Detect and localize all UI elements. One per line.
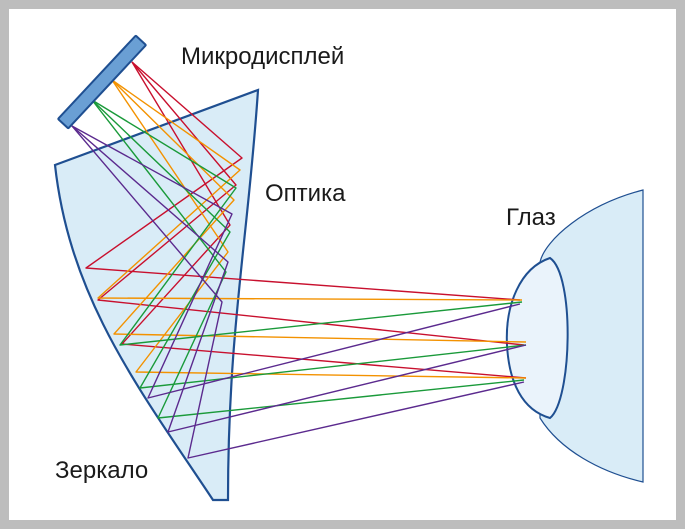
ray-orange-2 bbox=[111, 79, 527, 343]
ray-green-2 bbox=[91, 99, 527, 389]
ray-orange-3 bbox=[111, 79, 527, 379]
eye-label: Глаз bbox=[506, 204, 556, 231]
ray-green-1 bbox=[91, 99, 523, 346]
ray-purple-3 bbox=[71, 125, 525, 459]
ray-purple-1 bbox=[71, 125, 521, 399]
eye-lens bbox=[505, 256, 569, 420]
microdisplay-panel bbox=[57, 34, 147, 130]
ray-red-1 bbox=[85, 61, 521, 301]
eye-ball bbox=[539, 189, 644, 483]
diagram-canvas: Микродисплей Оптика Глаз Зеркало bbox=[9, 9, 676, 520]
ray-red-2 bbox=[97, 61, 525, 346]
mirror-label: Зеркало bbox=[55, 457, 149, 484]
optics-label: Оптика bbox=[265, 180, 346, 207]
microdisplay-label: Микродисплей bbox=[181, 43, 345, 70]
ray-red-3 bbox=[121, 61, 527, 379]
ray-purple-2 bbox=[71, 125, 527, 433]
ray-green-3 bbox=[91, 99, 525, 419]
ray-orange-1 bbox=[97, 79, 523, 301]
light-rays bbox=[71, 61, 527, 459]
